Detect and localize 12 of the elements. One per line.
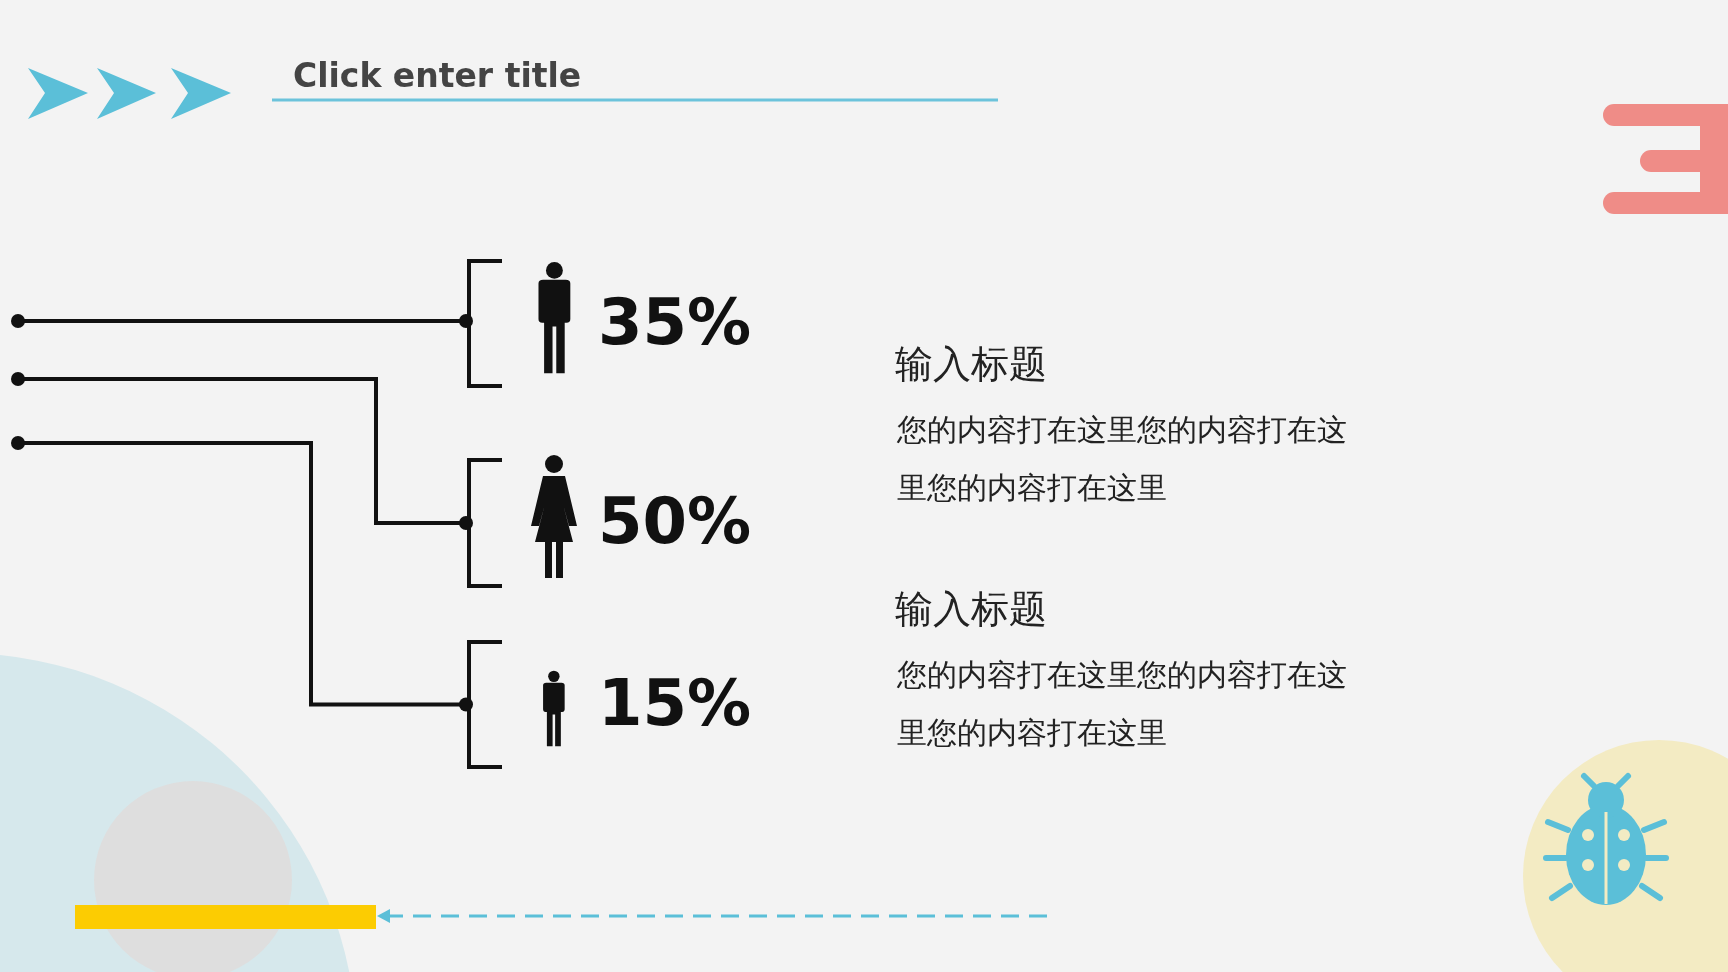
connector-line: [11, 314, 473, 328]
paragraph: 您的内容打在这里您的内容打在这里您的内容打在这里: [897, 411, 1347, 507]
percentage: 35%: [598, 289, 752, 354]
percentage: 50%: [598, 489, 752, 553]
dashed-arrow: [377, 909, 1047, 923]
percentage: 15%: [598, 670, 752, 735]
connector-line: [11, 436, 473, 712]
heading: 输入标题: [895, 342, 1047, 388]
heading: 输入标题: [895, 587, 1047, 633]
paragraph: 您的内容打在这里您的内容打在这里您的内容打在这里: [897, 656, 1347, 752]
title: Click enter title: [293, 56, 582, 96]
connector-line: [11, 372, 473, 530]
